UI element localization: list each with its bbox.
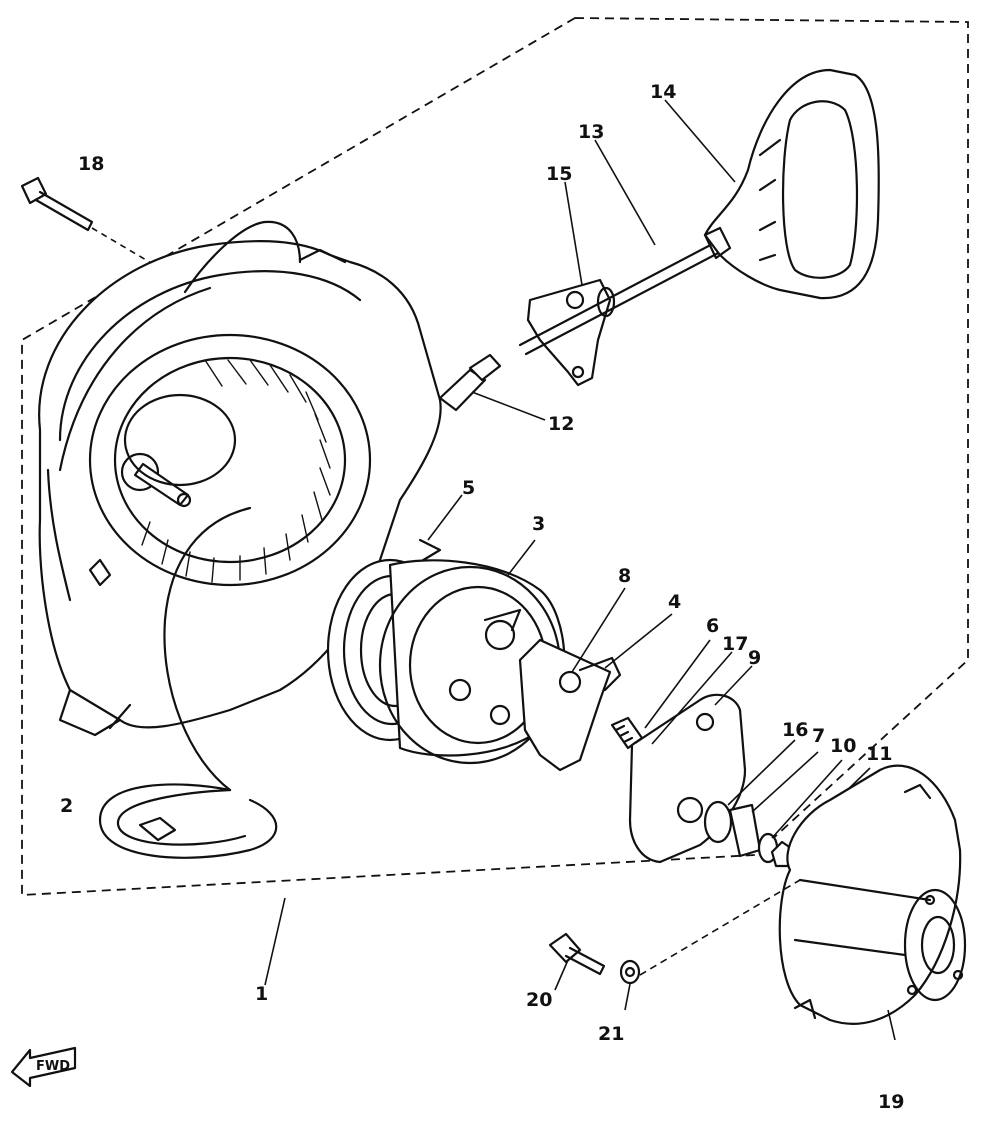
callout-4: 4 [668, 591, 681, 613]
part-9-friction-plate [628, 665, 753, 864]
fwd-direction-arrow: FWD [10, 1046, 77, 1088]
callout-9: 9 [748, 647, 761, 669]
assembly-boundary [21, 17, 969, 896]
part-20-bolt [548, 932, 606, 991]
part-17-washer [651, 651, 733, 745]
part-8-spring [571, 587, 626, 673]
callout-7: 7 [812, 725, 825, 747]
callout-8: 8 [618, 565, 631, 587]
callout-5: 5 [462, 477, 475, 499]
callout-11: 11 [866, 743, 892, 765]
part-5-spring [413, 494, 463, 567]
part-18-bolt [20, 176, 181, 281]
part-19-cover-cup [778, 764, 967, 1041]
callout-13: 13 [578, 121, 604, 143]
callout-6: 6 [706, 615, 719, 637]
part-21-washer [619, 879, 801, 1011]
part-12-pin [438, 353, 546, 421]
callout-3: 3 [532, 513, 545, 535]
part-15-guide-bracket [526, 181, 616, 387]
part-14-handle [664, 68, 880, 300]
fwd-label: FWD [36, 1059, 70, 1074]
callout-14: 14 [650, 81, 676, 103]
callout-12: 12 [548, 413, 574, 435]
callout-21: 21 [598, 1023, 624, 1045]
part-4-pawl [518, 613, 673, 772]
callout-17: 17 [722, 633, 748, 655]
callout-19: 19 [878, 1091, 904, 1113]
callout-15: 15 [546, 163, 572, 185]
part-1-assembly [264, 897, 286, 986]
callout-18: 18 [78, 153, 104, 175]
callout-1: 1 [255, 983, 268, 1005]
callout-2: 2 [60, 795, 73, 817]
part-16-washer [703, 739, 796, 844]
part-3-pulley [326, 539, 566, 765]
callout-16: 16 [782, 719, 808, 741]
part-13-rod [518, 139, 726, 356]
part-2-fan-housing [38, 220, 442, 859]
callout-20: 20 [526, 989, 552, 1011]
callout-10: 10 [830, 735, 856, 757]
